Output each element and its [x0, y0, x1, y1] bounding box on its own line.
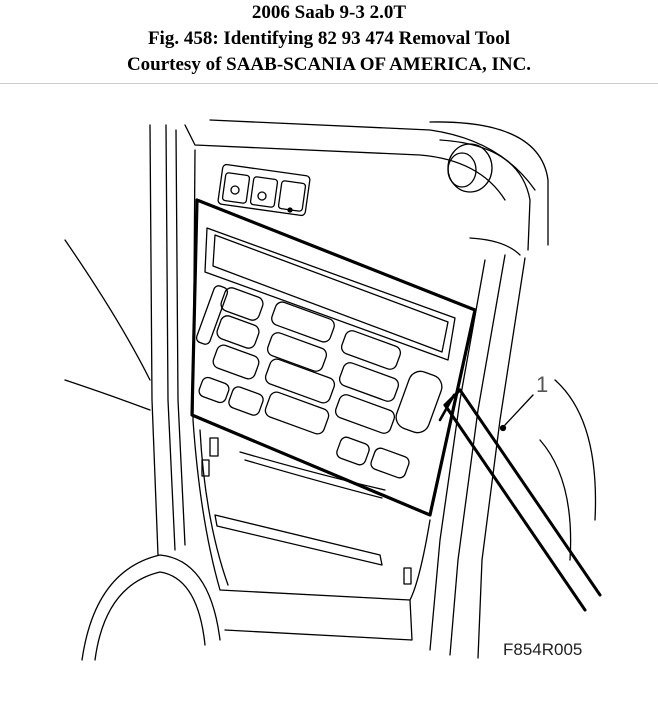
removal-tool — [458, 388, 602, 597]
dash-upper-edge — [429, 121, 549, 246]
left-panel-line — [165, 124, 176, 551]
slot-marker — [209, 437, 219, 457]
steering-wheel — [94, 571, 206, 661]
vent-knob — [447, 152, 477, 188]
document-header: 2006 Saab 9-3 2.0T Fig. 458: Identifying… — [0, 0, 658, 84]
technical-illustration: 1 F854R005 — [0, 84, 658, 704]
vehicle-title: 2006 Saab 9-3 2.0T — [251, 2, 407, 23]
header-divider — [0, 83, 658, 84]
left-panel-line — [175, 129, 186, 546]
display-window — [204, 227, 456, 361]
dash-upper-edge — [184, 124, 506, 201]
figure-code: F854R005 — [503, 640, 582, 659]
dot-icon — [287, 207, 293, 213]
gear-icon — [257, 191, 267, 201]
background-curve — [554, 379, 597, 521]
console-side-trim — [429, 259, 486, 651]
control-buttons — [195, 285, 443, 479]
figure-caption: Fig. 458: Identifying 82 93 474 Removal … — [147, 28, 511, 49]
power-icon — [230, 185, 240, 195]
background-curve — [539, 439, 572, 561]
switch-button — [277, 180, 307, 212]
removal-tool-hook — [438, 393, 456, 422]
switch-block — [217, 163, 311, 217]
display-window — [212, 234, 449, 353]
courtesy-line: Courtesy of SAAB-SCANIA OF AMERICA, INC. — [126, 54, 532, 75]
console-side-trim — [477, 257, 526, 659]
console-outline — [192, 149, 431, 601]
removal-tool — [443, 403, 587, 612]
callout-leader — [504, 394, 534, 426]
console-outline — [224, 599, 413, 641]
slot-marker — [201, 459, 210, 477]
storage-slot — [244, 459, 383, 499]
callout-label: 1 — [536, 372, 548, 397]
storage-slot — [239, 451, 386, 491]
console-outline — [199, 429, 229, 586]
switch-button — [249, 176, 279, 208]
left-panel-line — [64, 379, 151, 411]
slot-marker — [403, 567, 412, 585]
dash-upper-edge — [209, 119, 536, 191]
dash-upper-edge — [469, 237, 521, 256]
left-panel-line — [149, 124, 159, 556]
callout-dot — [499, 424, 507, 432]
switch-button — [221, 172, 251, 204]
dash-upper-edge — [439, 139, 531, 251]
audio-panel-frame — [190, 198, 477, 517]
cd-slot — [214, 514, 383, 566]
console-side-trim — [449, 254, 506, 656]
left-panel-line — [64, 239, 151, 381]
steering-wheel — [81, 554, 221, 661]
